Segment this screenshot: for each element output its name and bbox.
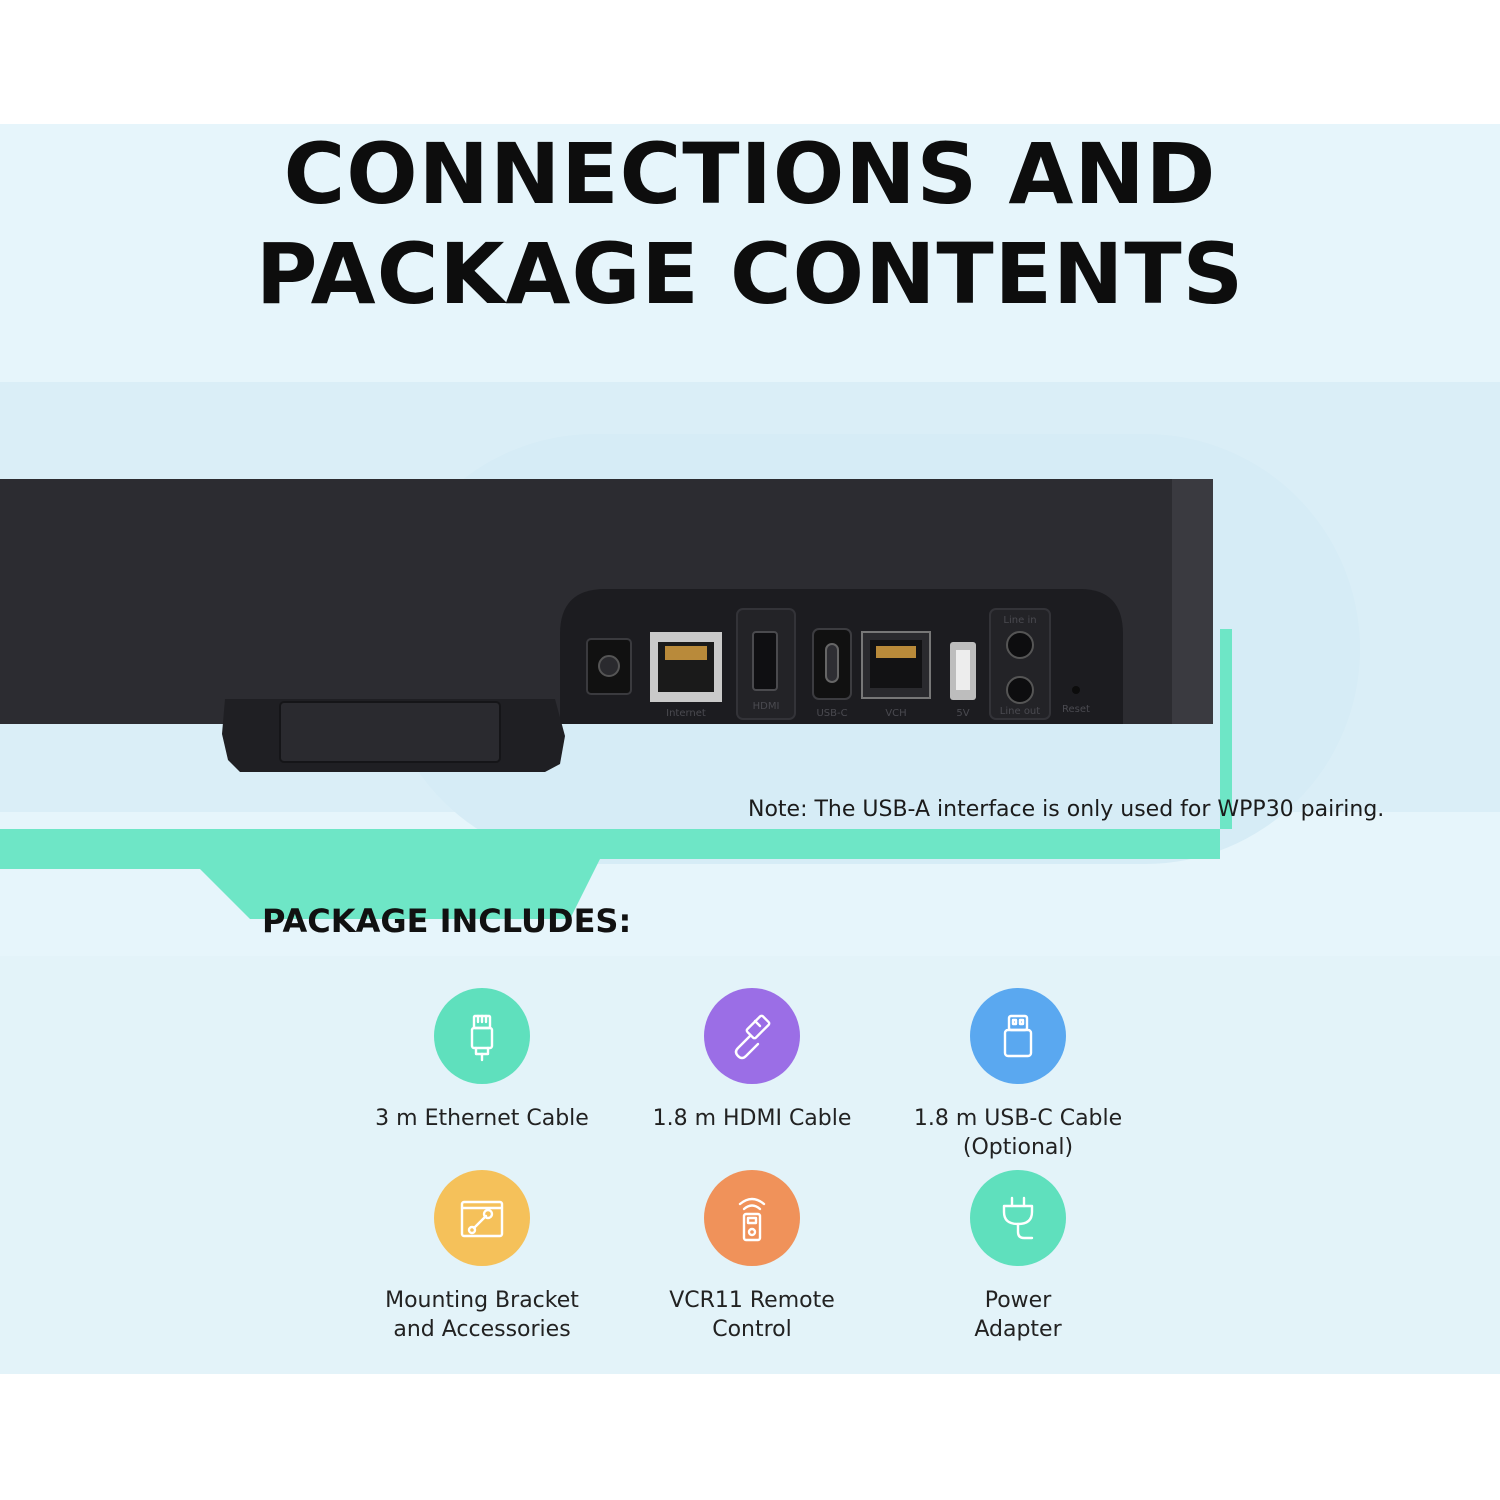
ethernet-cable-icon <box>434 988 530 1084</box>
audio-ports-frame <box>989 608 1051 720</box>
usb-a-note: Note: The USB-A interface is only used f… <box>748 797 1385 822</box>
package-item-power-adapter: Power Adapter <box>878 1170 1158 1344</box>
line-in-port <box>1006 631 1034 659</box>
package-item-remote-control: VCR11 Remote Control <box>612 1170 892 1344</box>
device-rear-panel-image: Internet HDMI USB-C VCH 5V Line in Line … <box>0 479 1232 919</box>
title-line-1: CONNECTIONS AND <box>283 125 1217 223</box>
dc-power-port-pin <box>598 655 620 677</box>
package-item-label-line: 1.8 m HDMI Cable <box>652 1106 852 1131</box>
power-adapter-icon <box>970 1170 1066 1266</box>
package-item-label-line: (Optional) <box>962 1135 1074 1160</box>
package-item-label-line: 1.8 m USB-C Cable <box>913 1106 1123 1131</box>
mounting-bracket-icon <box>434 1170 530 1266</box>
port-label-usb-c: USB-C <box>816 708 847 719</box>
package-item-label-line: 3 m Ethernet Cable <box>375 1106 589 1131</box>
package-item-usb-c-cable: 1.8 m USB-C Cable (Optional) <box>878 988 1158 1162</box>
package-item-hdmi-cable: 1.8 m HDMI Cable <box>612 988 892 1133</box>
usb-c-cable-icon <box>970 988 1066 1084</box>
package-item-label-line: Control <box>712 1317 792 1342</box>
port-label-line-out: Line out <box>1000 706 1040 717</box>
package-item-ethernet-cable: 3 m Ethernet Cable <box>342 988 622 1133</box>
device-glow <box>0 629 1232 919</box>
remote-control-icon <box>704 1170 800 1266</box>
line-out-port <box>1006 676 1034 704</box>
package-item-label-line: and Accessories <box>393 1317 571 1342</box>
package-includes-heading: PACKAGE INCLUDES: <box>262 902 632 940</box>
package-item-label-line: Mounting Bracket <box>385 1288 579 1313</box>
package-item-label: Power Adapter <box>878 1286 1158 1344</box>
device-end-cap <box>1172 479 1213 724</box>
port-label-line-in: Line in <box>1003 615 1036 626</box>
package-item-label: 1.8 m USB-C Cable (Optional) <box>878 1104 1158 1162</box>
usb-c-port <box>825 643 839 683</box>
port-label-vch: VCH <box>885 708 906 719</box>
vch-port-contacts <box>876 646 916 658</box>
hdmi-cable-icon <box>704 988 800 1084</box>
package-item-mounting-bracket: Mounting Bracket and Accessories <box>342 1170 622 1344</box>
hdmi-port <box>752 631 778 691</box>
usb-a-port-tongue <box>956 650 970 690</box>
reset-hole <box>1072 686 1080 694</box>
package-item-label: VCR11 Remote Control <box>612 1286 892 1344</box>
package-item-label: 3 m Ethernet Cable <box>342 1104 622 1133</box>
port-label-5v: 5V <box>956 708 969 719</box>
page-title: CONNECTIONS AND PACKAGE CONTENTS <box>0 124 1500 324</box>
package-item-label-line: Power <box>984 1288 1052 1313</box>
device-stand-hinge <box>279 701 501 763</box>
package-item-label: Mounting Bracket and Accessories <box>342 1286 622 1344</box>
port-label-hdmi: HDMI <box>753 701 780 712</box>
port-label-reset: Reset <box>1062 704 1090 715</box>
package-item-label: 1.8 m HDMI Cable <box>612 1104 892 1133</box>
title-line-2: PACKAGE CONTENTS <box>255 225 1245 323</box>
package-item-label-line: VCR11 Remote <box>669 1288 835 1313</box>
port-label-internet: Internet <box>666 708 706 719</box>
internet-port-contacts <box>665 646 707 660</box>
package-item-label-line: Adapter <box>974 1317 1062 1342</box>
